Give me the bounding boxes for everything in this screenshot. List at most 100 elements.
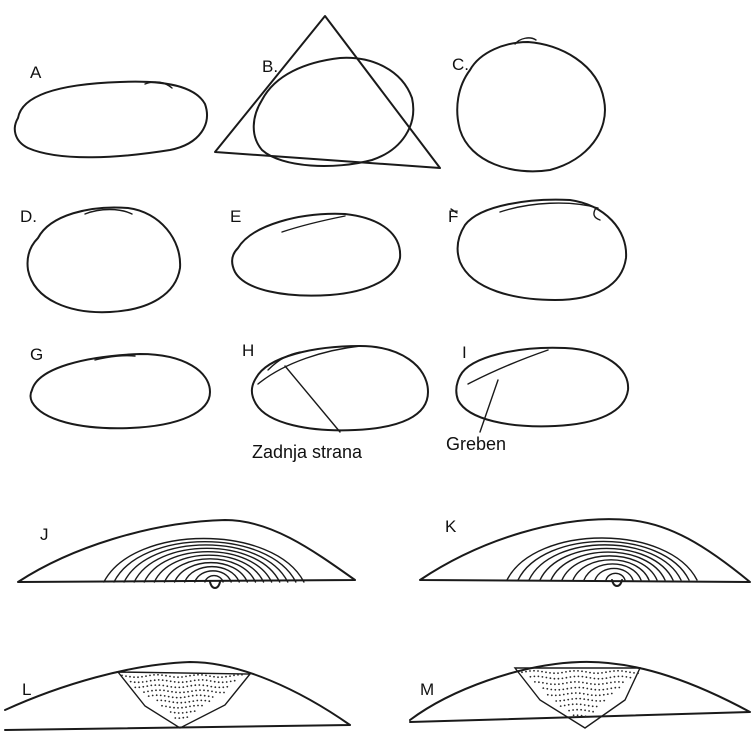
stipple-dot — [164, 700, 166, 702]
stipple-dot — [565, 671, 567, 673]
stipple-dot — [151, 690, 153, 692]
stipple-dot — [602, 683, 604, 685]
stipple-dot — [613, 670, 615, 672]
stipple-dot — [538, 681, 540, 683]
stipple-dot — [194, 680, 196, 682]
stipple-dot — [602, 678, 604, 680]
stipple-dot — [588, 705, 590, 707]
stipple-dot — [191, 690, 193, 692]
panel-label-g: G — [30, 345, 43, 364]
stipple-dot — [586, 682, 588, 684]
growth-lines-k — [507, 538, 697, 580]
shell-outline-e — [232, 214, 400, 296]
stipple-dot — [167, 690, 169, 692]
stipple-dot — [125, 675, 127, 677]
stipple-dot — [599, 694, 601, 696]
stipple-dot — [196, 700, 198, 702]
stipple-dot — [579, 692, 581, 694]
stipple-dot — [626, 676, 628, 678]
stipple-dot — [581, 715, 583, 717]
stipple-dot — [180, 702, 182, 704]
stipple-dot — [155, 689, 157, 691]
stipple-dot — [562, 683, 564, 685]
stipple-dot — [174, 681, 176, 683]
stipple-dot — [184, 702, 186, 704]
stipple-dot — [153, 674, 155, 676]
stipple-dot — [219, 692, 221, 694]
stipple-dot — [204, 695, 206, 697]
stipple-dot — [165, 675, 167, 677]
stipple-dot — [193, 674, 195, 676]
panel-label-h: H — [242, 341, 254, 360]
stipple-dot — [174, 717, 176, 719]
shell-outline-i — [456, 348, 628, 427]
panel-j: J — [18, 520, 355, 588]
stipple-dot — [178, 712, 180, 714]
stipple-dot — [542, 676, 544, 678]
shell-outline-c — [457, 42, 605, 171]
stipple-dot — [576, 709, 578, 711]
panel-b: B. — [215, 16, 440, 168]
stipple-dot — [534, 676, 536, 678]
stipple-dot — [171, 691, 173, 693]
stipple-dot — [572, 703, 574, 705]
stipple-dot — [190, 680, 192, 682]
stipple-dot — [180, 697, 182, 699]
stipple-dot — [186, 681, 188, 683]
stipple-dot — [614, 687, 616, 689]
stipple-dot — [564, 705, 566, 707]
stipple-dot — [555, 695, 557, 697]
stipple-dot — [138, 686, 140, 688]
stipple-dot — [570, 681, 572, 683]
stipple-dot — [214, 681, 216, 683]
stipple-dot — [146, 685, 148, 687]
stipple-dot — [595, 695, 597, 697]
stipple-dot — [137, 676, 139, 678]
stipple-dot — [214, 686, 216, 688]
stipple-dot — [218, 687, 220, 689]
stipple-dot — [575, 698, 577, 700]
stipple-dot — [169, 676, 171, 678]
stipple-dot — [546, 677, 548, 679]
stipple-dot — [557, 672, 559, 674]
stipple-dot — [152, 695, 154, 697]
stipple-dot — [601, 672, 603, 674]
stipple-dot — [583, 698, 585, 700]
stipple-dot — [143, 691, 145, 693]
stipple-dot — [574, 687, 576, 689]
stipple-dot — [630, 677, 632, 679]
panel-f: F — [448, 200, 626, 300]
stipple-dot — [567, 693, 569, 695]
stipple-dot — [226, 681, 228, 683]
stipple-dot — [573, 670, 575, 672]
stipple-dot — [197, 705, 199, 707]
stipple-dot — [226, 686, 228, 688]
stipple-dot — [188, 696, 190, 698]
stipple-dot — [605, 671, 607, 673]
stipple-dot — [586, 676, 588, 678]
stipple-dot — [609, 671, 611, 673]
stipple-dot — [156, 694, 158, 696]
stipple-dot — [592, 705, 594, 707]
stipple-dot — [233, 675, 235, 677]
stipple-dot — [550, 689, 552, 691]
stipple-dot — [555, 700, 557, 702]
stipple-dot — [521, 671, 523, 673]
stipple-dot — [202, 679, 204, 681]
shell-outline-d — [27, 207, 180, 312]
stipple-dot — [534, 681, 536, 683]
stipple-dot — [551, 694, 553, 696]
stipple-dot — [225, 676, 227, 678]
stipple-dot — [621, 670, 623, 672]
stipple-dot — [571, 698, 573, 700]
stipple-dot — [629, 671, 631, 673]
stipple-dot — [173, 676, 175, 678]
stipple-dot — [577, 670, 579, 672]
stipple-dot — [585, 671, 587, 673]
stipple-dot — [241, 674, 243, 676]
stipple-dot — [160, 695, 162, 697]
stipple-dot — [134, 687, 136, 689]
stippled-growth-zone-m — [521, 670, 639, 717]
stipple-dot — [212, 696, 214, 698]
